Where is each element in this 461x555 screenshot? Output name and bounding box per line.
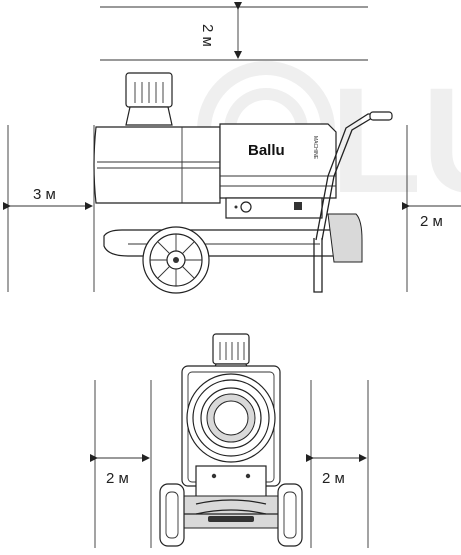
side-view: 2 м 3 м 2 м [3,2,461,294]
rear-clearance: 3 м [3,125,95,292]
right-side-clearance-label: 2 м [322,470,345,487]
power-switch [294,202,302,210]
fuel-tank [103,229,343,257]
front-clearance-label: 2 м [420,213,443,230]
wheel-side [142,226,210,294]
control-panel [225,197,323,219]
rear-clearance-label: 3 м [33,186,56,203]
brand-logo: Ballu [248,142,285,159]
front-view: 2 м 2 м [90,333,369,548]
left-side-clearance: 2 м [90,380,152,548]
front-clearance: 2 м [402,125,461,292]
front-right-wheel [277,483,303,547]
front-leg [313,238,323,293]
thermostat-knob [240,201,252,213]
heater-side: Ballu MACHINE [93,72,393,294]
handle-grip [369,111,393,121]
heater-front [159,333,303,547]
watermark-text: LU [330,56,461,224]
tank-cap-housing [327,213,363,263]
front-control-box [195,465,267,499]
exhaust-neck [125,106,173,126]
brand-subtitle: MACHINE [312,136,318,160]
right-side-clearance: 2 м [306,380,369,548]
front-left-wheel [159,483,185,547]
top-clearance: 2 м [100,2,368,61]
top-clearance-label: 2 м [199,24,216,47]
front-fuel-tank [179,495,283,529]
left-side-clearance-label: 2 м [106,470,129,487]
combustion-chamber [93,126,221,204]
